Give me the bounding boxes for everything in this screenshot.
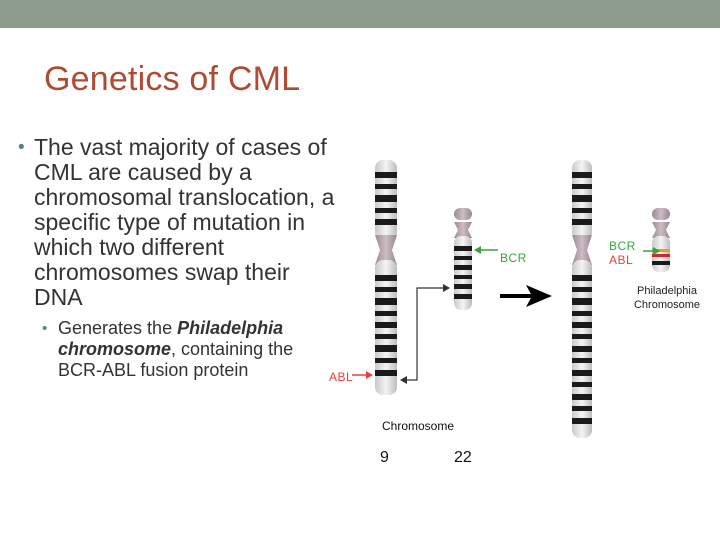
bullet-list: • The vast majority of cases of CML are … bbox=[10, 135, 340, 381]
chromosome-9-label: 9 bbox=[380, 449, 389, 466]
chromosome-22-label: 22 bbox=[454, 449, 472, 466]
der9-centromere bbox=[572, 235, 592, 265]
bullet-dot-icon: • bbox=[42, 320, 48, 337]
bullet-dot-icon: • bbox=[18, 137, 25, 158]
translocation-connector bbox=[400, 284, 450, 384]
abl-pointer-arrow bbox=[352, 371, 373, 379]
chr22-p-arm bbox=[454, 208, 472, 220]
chr22-bands bbox=[454, 246, 472, 299]
chr9-centromere bbox=[375, 235, 397, 265]
bcr-label: BCR bbox=[500, 251, 527, 265]
slide-title: Genetics of CML bbox=[44, 60, 301, 98]
bcr-fused-label: BCR bbox=[609, 239, 636, 253]
bullet-text: The vast majority of cases of CML are ca… bbox=[34, 134, 335, 310]
philadelphia-chromosome bbox=[652, 208, 670, 272]
sub-bullet-emphasis: Philadelphia chromosome bbox=[58, 318, 284, 359]
chromosome-label: Chromosome bbox=[382, 419, 455, 433]
sub-bullet-item-philadelphia: • Generates the Philadelphia chromosome,… bbox=[10, 318, 323, 381]
chr22-q-arm bbox=[454, 236, 472, 310]
chromosome-9 bbox=[375, 160, 397, 395]
translocation-figure: BCR BCR ABL ABL Philadelphia Chromosome … bbox=[320, 150, 720, 480]
ph-fusion-band bbox=[652, 249, 670, 252]
chromosome-22 bbox=[454, 208, 472, 310]
sub-bullet-text-post: , containing the BCR-ABL fusion protein bbox=[58, 339, 294, 380]
chr22-centromere bbox=[454, 222, 472, 238]
philadelphia-chromosome-label: Philadelphia Chromosome bbox=[633, 285, 701, 311]
der9-bands bbox=[572, 172, 592, 424]
ph-centromere bbox=[652, 222, 670, 238]
sub-bullet-text-pre: Generates the bbox=[58, 318, 178, 338]
ph-p-arm bbox=[652, 208, 670, 220]
slide-top-bar bbox=[0, 0, 720, 28]
ph-fusion-band-red bbox=[652, 254, 670, 257]
abl-label: ABL bbox=[329, 370, 354, 384]
chr9-bands bbox=[375, 172, 397, 376]
bcr-abl-pointer-arrow bbox=[643, 247, 660, 255]
chromosome-diagram bbox=[352, 160, 670, 438]
chromosome-9-derivative bbox=[572, 160, 592, 438]
bullet-item-translocation: • The vast majority of cases of CML are … bbox=[10, 135, 340, 310]
bcr-pointer-arrow bbox=[474, 246, 498, 254]
transformation-arrow-icon bbox=[500, 285, 552, 307]
abl-fused-label: ABL bbox=[609, 253, 634, 267]
